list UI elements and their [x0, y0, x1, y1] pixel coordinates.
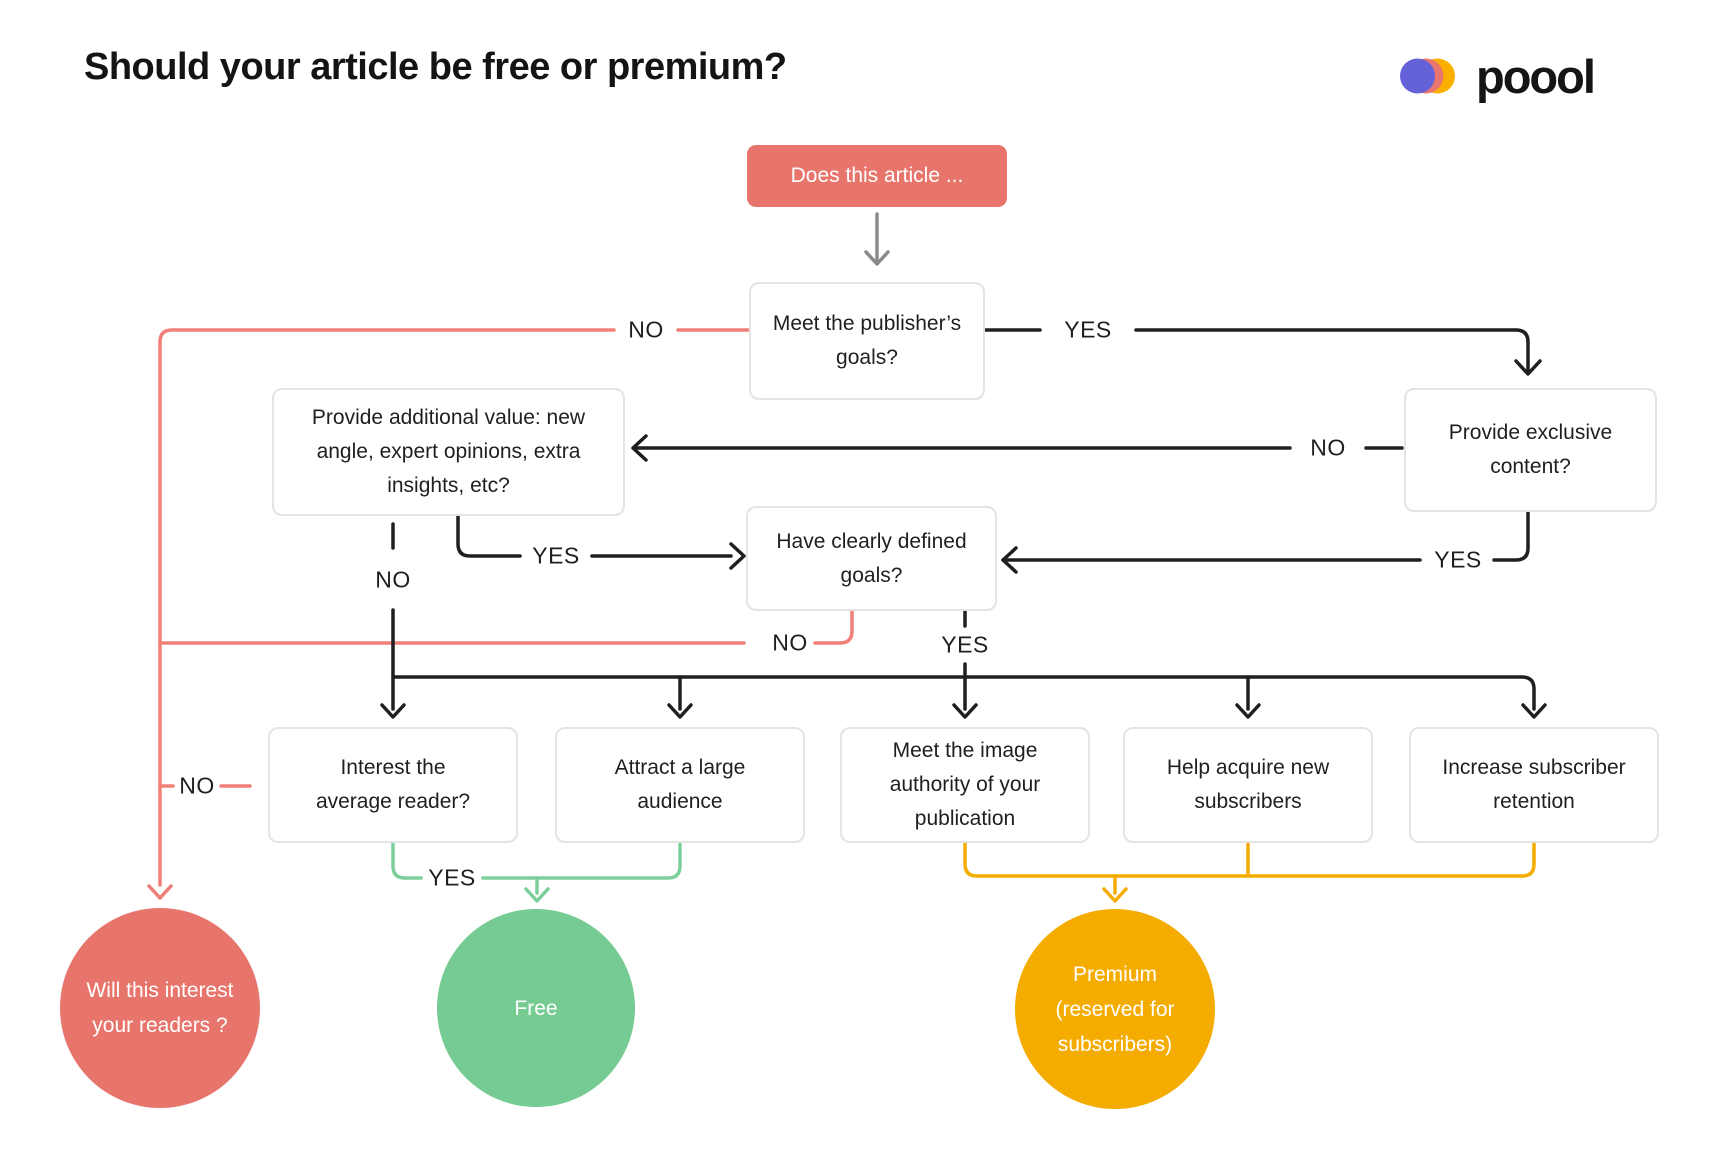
label-no-additional-value: NO	[375, 566, 411, 593]
node-defined-goals-label: Have clearly defined goals?	[776, 529, 967, 587]
label-no-publisher-goals: NO	[628, 316, 664, 343]
node-acquire-subscribers-label: Help acquire new subscribers	[1166, 756, 1330, 813]
label-yes-free: YES	[428, 864, 476, 891]
outcome-circle-premium: Premium (reserved for subscribers)	[1015, 909, 1215, 1109]
node-image-authority: Meet the image authority of your publica…	[840, 727, 1090, 843]
label-no-interest-reader: NO	[179, 772, 215, 799]
label-no-exclusive-content: NO	[1310, 434, 1346, 461]
logo-wordmark: poool	[1476, 49, 1596, 103]
label-yes-publisher-goals: YES	[1064, 316, 1112, 343]
node-interest-reader-label: Interest the average reader?	[315, 756, 471, 813]
node-additional-value: Provide additional value: new angle, exp…	[272, 388, 625, 516]
node-publisher-goals: Meet the publisher’s goals?	[749, 282, 985, 400]
node-exclusive-content: Provide exclusive content?	[1404, 388, 1657, 512]
node-image-authority-label: Meet the image authority of your publica…	[889, 739, 1041, 830]
logo-icon	[1400, 58, 1455, 94]
outcome-circle-free: Free	[437, 909, 635, 1107]
outcome-premium-label: Premium (reserved for subscribers)	[1055, 962, 1175, 1056]
node-subscriber-retention-label: Increase subscriber retention	[1442, 756, 1626, 813]
node-attract-audience-label: Attract a large audience	[614, 756, 746, 813]
node-subscriber-retention: Increase subscriber retention	[1409, 727, 1659, 843]
outcome-free-label: Free	[514, 996, 558, 1020]
label-no-defined-goals: NO	[772, 629, 808, 656]
node-publisher-goals-label: Meet the publisher’s goals?	[772, 312, 962, 369]
node-acquire-subscribers: Help acquire new subscribers	[1123, 727, 1373, 843]
node-start: Does this article ...	[747, 145, 1007, 207]
page-title: Should your article be free or premium?	[84, 46, 787, 88]
label-yes-defined-goals: YES	[941, 631, 989, 658]
logo: poool	[1399, 49, 1596, 103]
outcome-circle-readers: Will this interest your readers ?	[60, 908, 260, 1108]
node-exclusive-content-label: Provide exclusive content?	[1448, 421, 1613, 478]
label-yes-exclusive-content: YES	[1434, 546, 1482, 573]
node-defined-goals: Have clearly defined goals?	[746, 506, 997, 611]
node-interest-reader: Interest the average reader?	[268, 727, 518, 843]
node-start-label: Does this article ...	[790, 164, 964, 187]
outcome-readers-label: Will this interest your readers ?	[86, 979, 234, 1037]
node-additional-value-label: Provide additional value: new angle, exp…	[311, 406, 586, 497]
node-attract-audience: Attract a large audience	[555, 727, 805, 843]
label-yes-additional-value: YES	[532, 542, 580, 569]
